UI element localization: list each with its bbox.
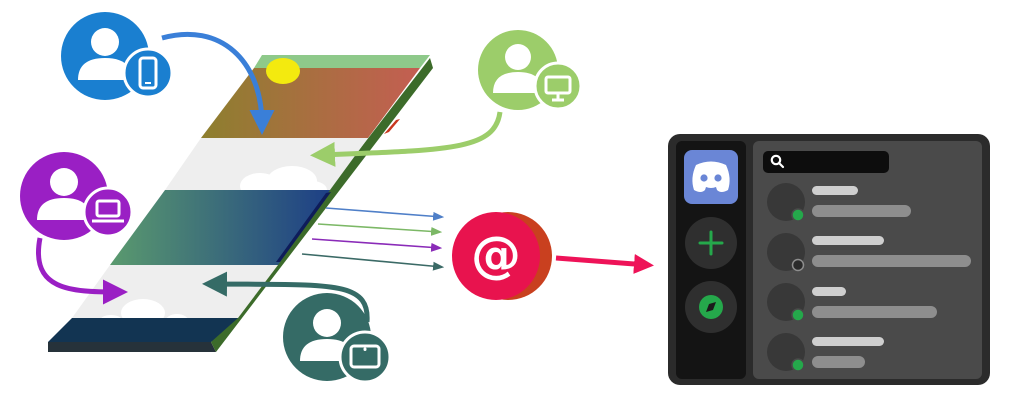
member-name-bar [812,287,846,296]
search-icon [770,154,785,169]
member-status-bar [812,255,971,267]
server-icon-app[interactable] [684,150,738,204]
member-name-bar [812,186,858,195]
arrow-purple-user-to-sheet [36,237,128,305]
sheet-band-top [254,55,430,68]
status-online [791,358,805,372]
hub-at-node: @ [452,212,552,300]
user-avatar-tablet [283,293,392,384]
member-row[interactable] [767,233,971,272]
member-row[interactable] [767,183,911,222]
add-server-button[interactable] [685,217,737,269]
chat-app-window [668,134,990,385]
status-online [791,208,805,222]
arrow-blue-user-to-sheet [161,31,275,135]
explore-button[interactable] [685,281,737,333]
arrow-hub-to-app [555,253,654,274]
at-symbol: @ [471,226,521,284]
phone-icon [122,47,174,99]
member-status-bar [812,205,911,217]
sheet-band-3 [110,190,330,265]
arrow-thin-green [317,223,443,236]
status-offline [791,258,805,272]
layered-sheet [48,55,433,352]
status-online [791,308,805,322]
laptop-icon [82,186,134,238]
user-avatar-desktop [478,30,583,111]
member-status-bar [812,306,937,318]
sheet-band-5 [48,318,238,342]
user-avatar-laptop [20,152,134,240]
desktop-icon [533,61,583,111]
arrow-thin-blue [325,207,445,221]
discord-logo-icon [692,161,730,192]
member-status-bar [812,356,865,368]
search-input[interactable] [763,151,889,173]
arrow-thin-teal [301,253,445,271]
user-avatar-phone [61,12,174,100]
sheet-edge-red [384,119,400,134]
member-name-bar [812,337,884,346]
arrow-green-user-to-sheet [310,111,503,167]
member-row[interactable] [767,333,884,372]
member-name-bar [812,236,884,245]
arrow-thin-purple [311,238,443,252]
member-row[interactable] [767,283,937,322]
sheet-band-3-edge [276,192,331,262]
plus-icon [698,230,724,256]
compass-icon [699,295,723,319]
arrow-teal-user-to-sheet [202,271,370,323]
sheet-side [48,342,216,352]
sun-shape [266,58,300,84]
tablet-icon [338,330,392,384]
